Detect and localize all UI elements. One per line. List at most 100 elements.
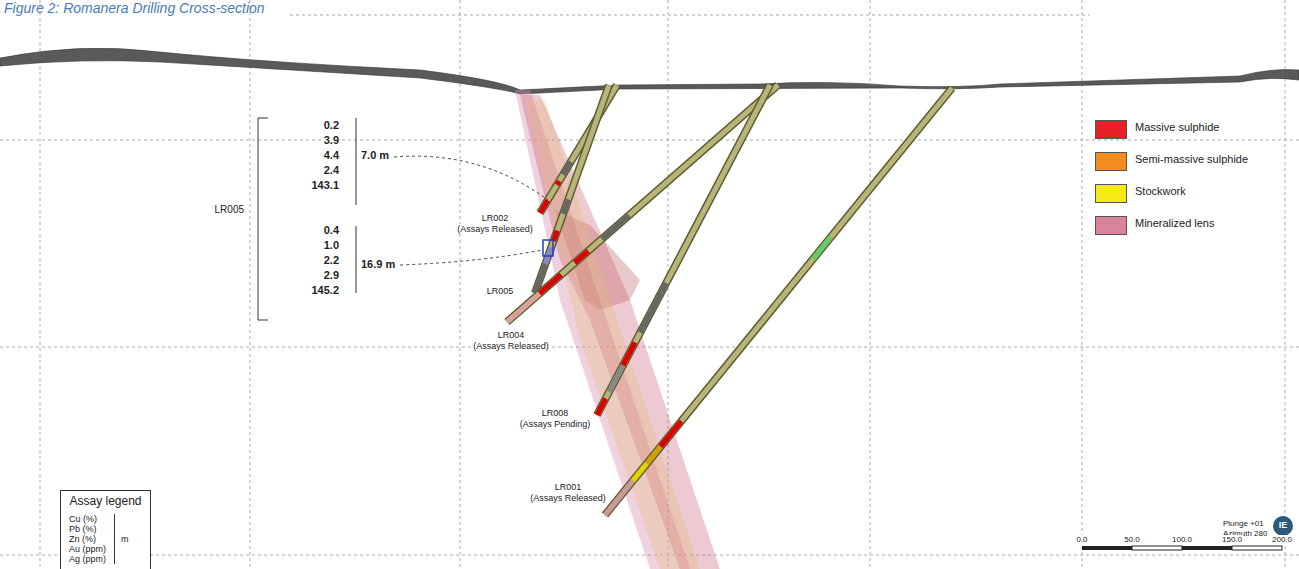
assay-interval [540,200,548,213]
hole-label: LR008 [541,408,570,418]
assay-interval [575,251,589,263]
scale-value: 0.0 [1075,535,1088,544]
topography [0,48,1299,94]
assay-interval [563,199,568,214]
assay-value: LR005 [214,204,245,216]
hole-label: (Assays Released) [456,224,534,234]
assay-interval [605,481,633,515]
section-part [40,0,41,569]
hole-label: LR001 [554,482,583,492]
section-part [0,140,1299,141]
assay-value: 7.0 m [360,149,390,162]
section-part [460,0,461,569]
drill-hole-core [507,85,778,322]
section-part [1232,546,1282,550]
hole-label: LR004 [497,330,526,340]
assay-interval [609,366,623,392]
hole-label: (Assays Pending) [519,419,592,429]
drill-holes [507,85,952,515]
section-part [1285,0,1286,569]
assay-interval [623,342,635,365]
assay-value: 16.9 m [360,258,396,271]
assay-interval [647,447,661,464]
assay-value: 2.4 [323,164,340,177]
assay-interval [813,237,830,258]
scale-value: 150.0 [1221,535,1243,544]
assay-interval [661,421,682,447]
assay-bracket [258,118,356,320]
element-text: Ag (ppm) [69,554,106,564]
leader-line [394,156,548,265]
section-part [290,15,1090,16]
section-part [356,118,357,205]
assay-interval [554,231,558,241]
section-part [0,347,1299,348]
unit-text: m [121,534,129,544]
drill-hole [597,85,770,415]
element-text: Au (ppm) [69,544,106,554]
assay-interval [640,283,666,333]
assay-interval [602,215,629,239]
section-part [258,118,268,320]
element-text: Cu (%) [69,514,106,524]
assay-value: 1.0 [323,239,340,252]
assay-value: 0.2 [323,119,340,132]
legend-bar [114,514,115,564]
drill-hole [605,88,952,515]
section-part [525,100,700,569]
assay-value: 143.1 [310,179,340,192]
hole-label: (Assays Released) [472,341,550,351]
assay-interval [557,181,559,185]
section-part [356,226,357,293]
hole-label: LR002 [481,213,510,223]
legend-text: Massive sulphide [1135,121,1219,134]
legend-text: Stockwork [1135,185,1186,198]
assay-interval [507,294,540,322]
legend-swatch [1095,216,1127,235]
assay-interval [633,464,647,481]
hole-label: LR005 [486,286,515,296]
scale-value: 100.0 [1171,535,1193,544]
element-text: Pb (%) [69,524,106,534]
assay-interval [540,275,562,294]
assay-interval [563,162,571,175]
logo-circle [1273,516,1293,536]
assay-legend-box: Assay legend Cu (%)Pb (%)Zn (%)Au (ppm)Ag… [60,490,151,569]
assay-value: 4.4 [323,149,340,162]
assay-value: 0.4 [323,224,340,237]
legend-swatch [1095,152,1127,171]
drill-hole-core [597,85,770,415]
assay-interval [597,399,606,416]
assay-value: 2.9 [323,269,340,282]
assay-interval-box [543,240,553,256]
section-part [394,156,548,200]
assay-value: 2.2 [323,254,340,267]
section-part [1132,546,1182,550]
figure-title: Figure 2: Romanera Drilling Cross-sectio… [4,0,265,16]
legend-text: Semi-massive sulphide [1135,153,1248,166]
section-part [1182,546,1232,550]
logo-text: IE [1278,520,1289,530]
legend-row: Cu (%)Pb (%)Zn (%)Au (ppm)Ag (ppm) m [69,514,142,564]
scale-value: 200.0 [1271,535,1293,544]
section-part [250,0,251,569]
scale-bar [1082,546,1282,550]
scale-value: 50.0 [1123,535,1141,544]
drill-hole-core [605,88,952,515]
legend-swatch [1095,184,1127,203]
hole-label: (Assays Released) [529,493,607,503]
section-part [1082,546,1132,550]
legend-swatch [1095,120,1127,139]
section-part [400,250,542,265]
legend-text: Mineralized lens [1135,217,1214,230]
element-text: Zn (%) [69,534,106,544]
drill-hole [507,85,778,322]
legend-column: Cu (%)Pb (%)Zn (%)Au (ppm)Ag (ppm) [69,514,106,564]
assay-value: 3.9 [323,134,340,147]
assay-value: 145.2 [310,284,340,297]
hole-label: Plunge +01 [1222,519,1265,528]
legend-heading: Assay legend [69,495,142,509]
